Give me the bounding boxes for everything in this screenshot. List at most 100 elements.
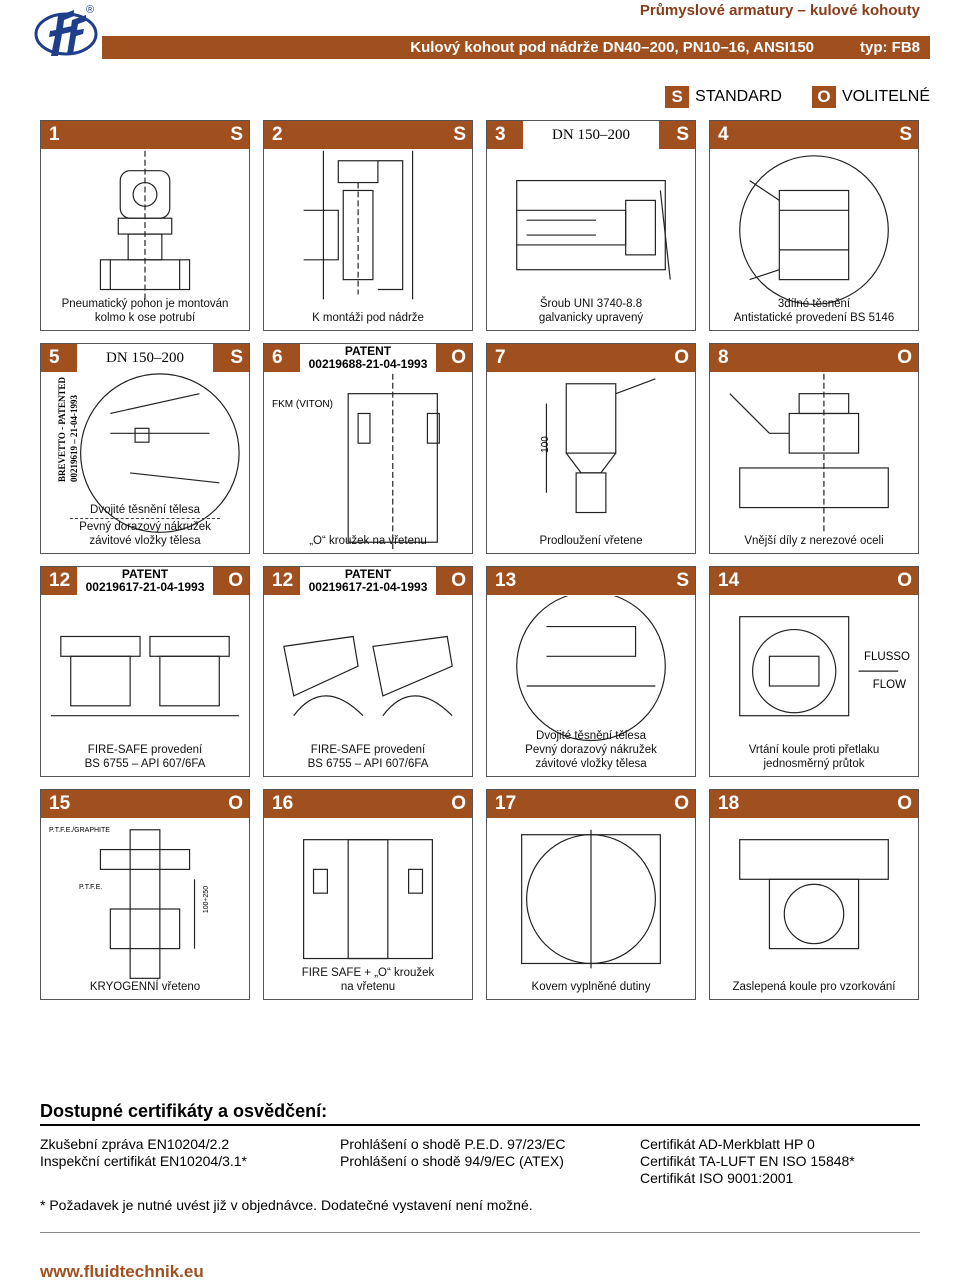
panel-caption: KRYOGENNÍ vřeteno: [89, 981, 201, 993]
panel-tag: O: [451, 570, 466, 591]
option-panel-15: 15 O P.T.F.E./GRAPHITE P.T.F.E. 100÷250 K…: [40, 789, 250, 1000]
panel-tag: O: [228, 570, 243, 591]
panel-tag: S: [899, 124, 912, 145]
divider: [40, 1232, 920, 1233]
panel-number: 8: [718, 347, 729, 368]
panel-number: 13: [495, 570, 517, 591]
panel-number: 4: [718, 124, 729, 145]
legend-optional-code: O: [811, 86, 836, 108]
technical-drawing: [264, 596, 472, 776]
panel-tag: S: [453, 124, 466, 145]
panel-number: 14: [718, 570, 740, 591]
panel-tag: O: [451, 347, 466, 368]
svg-text:00219619 – 21-04-1993: 00219619 – 21-04-1993: [69, 395, 79, 482]
panel-caption: Vnější díly z nerezové oceli: [744, 535, 884, 547]
panel-number: 5: [49, 347, 60, 368]
panel-tag: S: [676, 124, 689, 145]
technical-drawing: [710, 373, 918, 553]
panel-tag: O: [228, 793, 243, 814]
panel-number: 7: [495, 347, 506, 368]
technical-drawing: [487, 819, 695, 999]
panel-number: 17: [495, 793, 517, 814]
technical-drawing: [487, 591, 695, 776]
panel-tag: S: [230, 124, 243, 145]
legend-optional-label: VOLITELNÉ: [841, 88, 930, 105]
panel-subtitle: DN 150–200: [523, 121, 659, 149]
dimension-label: 100÷250: [203, 885, 211, 914]
panel-number: 12: [272, 570, 294, 591]
panel-tag: S: [676, 570, 689, 591]
panel-number: 3: [495, 124, 506, 145]
svg-text:BREVETTO - PATENTED: BREVETTO - PATENTED: [57, 376, 67, 482]
technical-drawing: [710, 596, 918, 776]
panel-caption: Zaslepená koule pro vzorkování: [732, 981, 896, 993]
panel-tag: O: [674, 347, 689, 368]
fkm-label: FKM (VITON): [272, 399, 333, 410]
technical-drawing: [710, 819, 918, 999]
panel-tag: O: [451, 793, 466, 814]
panel-number: 6: [272, 347, 283, 368]
technical-drawing: [487, 373, 695, 553]
company-logo: ®: [34, 4, 98, 58]
panel-caption: K montáži pod nádrže: [312, 312, 424, 324]
panel-tag: O: [897, 570, 912, 591]
panel-caption: „O“ kroužek na vřetenu: [309, 535, 427, 547]
panel-number: 12: [49, 570, 71, 591]
product-title: Kulový kohout pod nádrže DN40–200, PN10–…: [410, 39, 814, 56]
ptfe-label: P.T.F.E.: [79, 884, 103, 891]
option-panel-18: 18 O Zaslepená koule pro vzorkování: [709, 789, 919, 1000]
technical-drawing: [710, 150, 918, 330]
brand-line: Průmyslové armatury – kulové kohouty: [639, 2, 920, 19]
option-panel-17: 17 O Kovem vyplněné dutiny: [486, 789, 696, 1000]
legend-standard-code: S: [665, 86, 690, 108]
panel-tag: S: [230, 347, 243, 368]
website-link[interactable]: www.fluidtechnik.eu: [40, 1262, 204, 1281]
panel-number: 18: [718, 793, 740, 814]
panel-caption: Prodloužení vřetene: [539, 535, 643, 547]
legend-standard-label: STANDARD: [695, 88, 782, 105]
technical-drawing: [41, 819, 249, 999]
technical-drawing: [264, 150, 472, 330]
divider: [40, 1124, 920, 1126]
technical-drawing: [264, 373, 472, 553]
certificates-title: Dostupné certifikáty a osvědčení:: [40, 1101, 328, 1121]
graphite-label: P.T.F.E./GRAPHITE: [49, 827, 110, 834]
technical-drawing: [41, 596, 249, 776]
technical-drawing: [41, 150, 249, 330]
panel-tag: O: [674, 793, 689, 814]
panel-number: 16: [272, 793, 294, 814]
panel-subtitle: DN 150–200: [77, 344, 213, 372]
panel-number: 15: [49, 793, 71, 814]
title-bar: Kulový kohout pod nádrže DN40–200, PN10–…: [102, 36, 930, 59]
order-note: * Požadavek je nutné uvést již v objedná…: [40, 1197, 533, 1213]
panel-caption: Kovem vyplněné dutiny: [531, 981, 651, 993]
panel-tag: O: [897, 793, 912, 814]
panel-number: 1: [49, 124, 60, 145]
technical-drawing: [264, 819, 472, 999]
